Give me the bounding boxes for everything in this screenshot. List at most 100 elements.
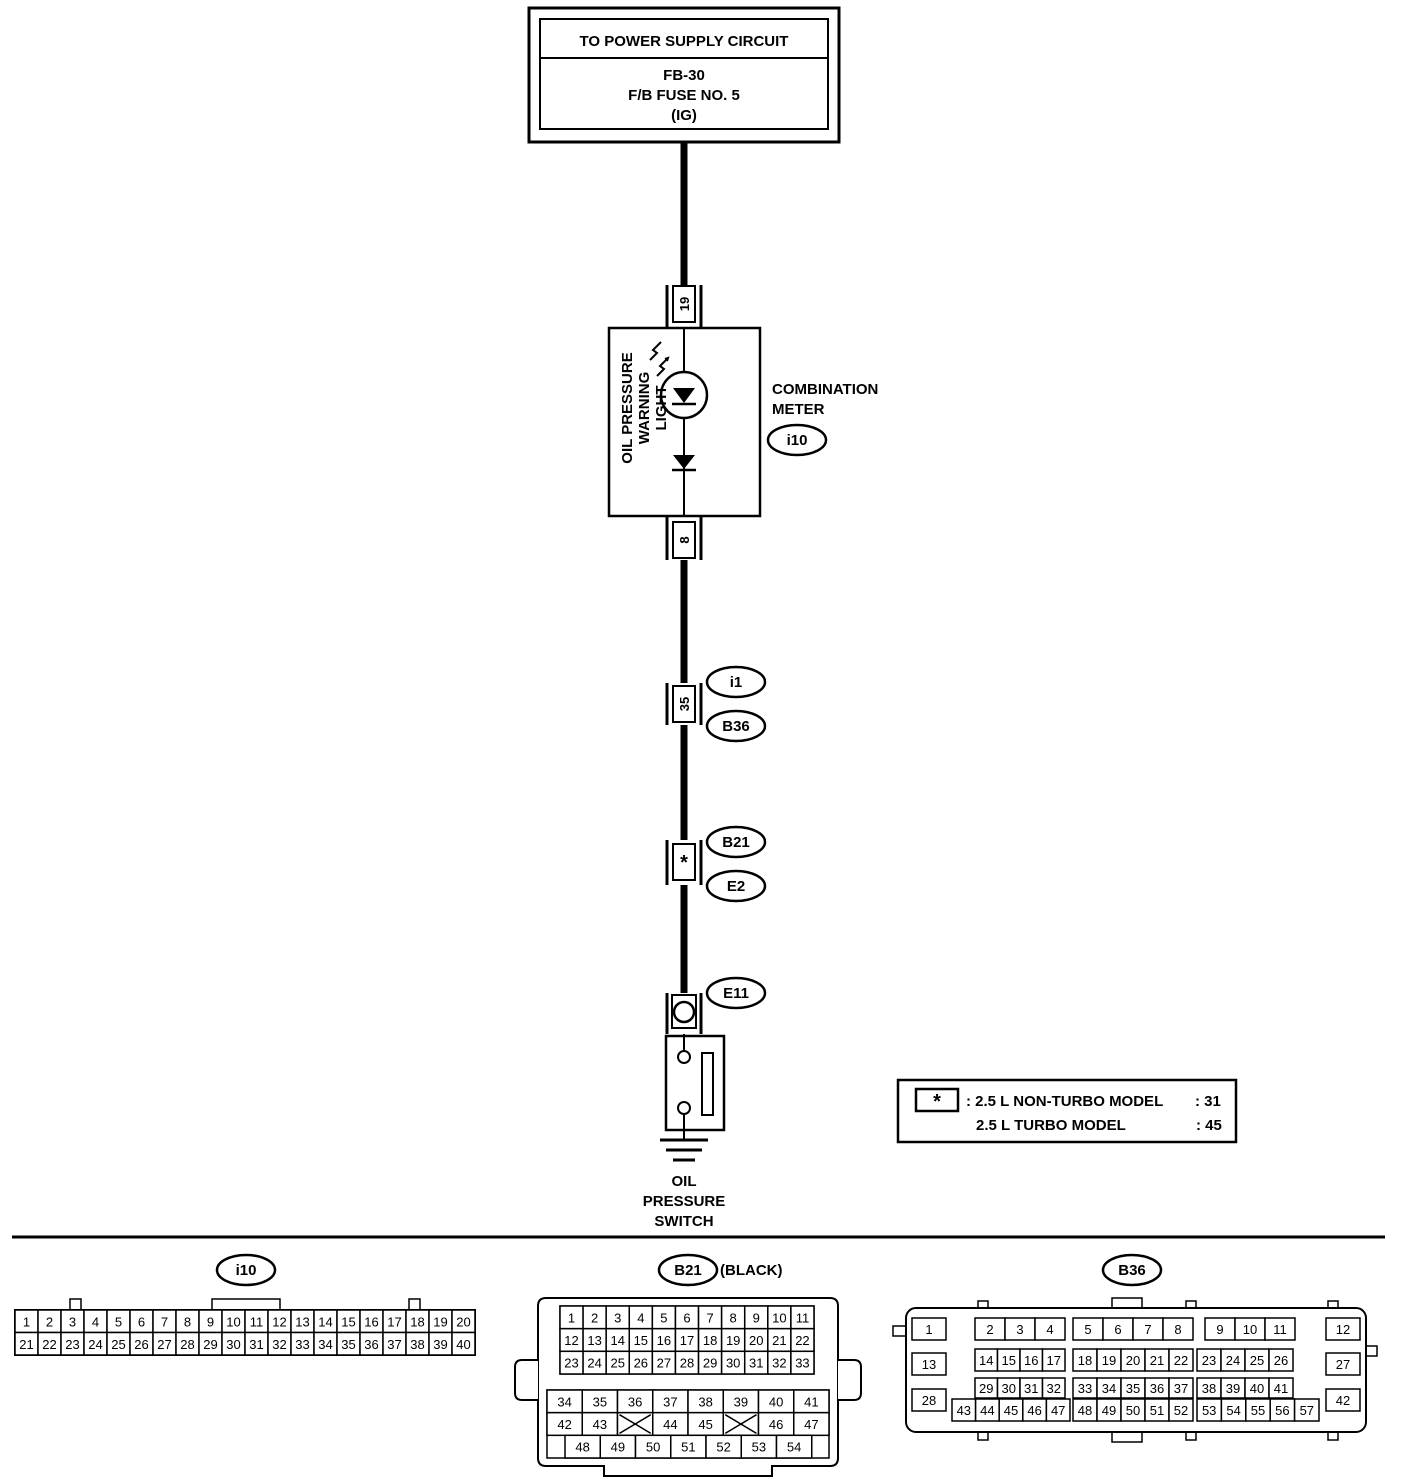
power-supply-box: TO POWER SUPPLY CIRCUIT FB-30 F/B FUSE N… — [527, 6, 841, 144]
pin-number: 4 — [1046, 1322, 1053, 1337]
connector-tag-i1: i1 — [705, 665, 767, 699]
pin-number: 18 — [1078, 1353, 1092, 1368]
pin-number: 1 — [925, 1322, 932, 1337]
pin-number: 6 — [138, 1314, 145, 1329]
pin-number: 46 — [769, 1417, 783, 1432]
b21-color-label: (BLACK) — [720, 1262, 782, 1279]
pin-number: 30 — [1002, 1381, 1016, 1396]
pin-number: 29 — [979, 1381, 993, 1396]
pin-number: 10 — [1243, 1322, 1257, 1337]
pin-number: 11 — [1273, 1322, 1287, 1337]
pin-cell — [1162, 1317, 1194, 1341]
pin-number: 21 — [772, 1333, 786, 1348]
pin-cell — [1168, 1348, 1194, 1372]
pin-number: 25 — [111, 1337, 125, 1352]
svg-text:i10: i10 — [787, 432, 808, 449]
pin-number: 5 — [115, 1314, 122, 1329]
pin-number: 44 — [980, 1403, 994, 1418]
pin-number: 14 — [610, 1333, 624, 1348]
pin-number: 2 — [591, 1310, 598, 1325]
meter-name-line1: COMBINATION — [772, 381, 878, 398]
terminal-35-label: 35 — [677, 697, 692, 711]
pin-cell — [1268, 1348, 1294, 1372]
note-row1-value: : 31 — [1195, 1093, 1221, 1110]
pin-number: 4 — [637, 1310, 644, 1325]
power-box-header: TO POWER SUPPLY CIRCUIT — [580, 33, 789, 50]
pin-number: 15 — [634, 1333, 648, 1348]
pin-number: 43 — [593, 1417, 607, 1432]
pin-number: 7 — [161, 1314, 168, 1329]
pin-cell — [1293, 1398, 1320, 1422]
pin-number: 45 — [698, 1417, 712, 1432]
terminal-star: * — [665, 840, 703, 885]
connector-tag-b21: B21 — [705, 825, 767, 859]
pin-number: 46 — [1027, 1403, 1041, 1418]
pin-number: 50 — [1126, 1403, 1140, 1418]
pin-number: 16 — [1024, 1353, 1038, 1368]
terminal-19: 19 — [665, 285, 703, 328]
pin-number: 5 — [1084, 1322, 1091, 1337]
pin-cell — [1034, 1317, 1066, 1341]
pin-number: 10 — [772, 1310, 786, 1325]
pin-number: 27 — [157, 1337, 171, 1352]
pin-number: 54 — [787, 1440, 801, 1455]
pin-cell — [911, 1388, 947, 1412]
pin-number: 49 — [1102, 1403, 1116, 1418]
pin-cell — [790, 1350, 815, 1375]
pin-number: 9 — [753, 1310, 760, 1325]
pin-number: 15 — [1002, 1353, 1016, 1368]
pin-number: 54 — [1226, 1403, 1240, 1418]
pin-number: 31 — [249, 1337, 263, 1352]
pin-number: 24 — [1226, 1353, 1240, 1368]
pin-cell — [1268, 1377, 1294, 1399]
pin-number: 3 — [614, 1310, 621, 1325]
oil-pressure-switch — [664, 1034, 726, 1140]
pin-number: 22 — [795, 1333, 809, 1348]
pin-number: 34 — [318, 1337, 332, 1352]
terminal-35: 35 — [665, 683, 703, 725]
pin-number: 26 — [634, 1356, 648, 1371]
light-emission-icon — [649, 341, 670, 377]
pin-cell — [1325, 1388, 1361, 1412]
pin-number: 34 — [1102, 1381, 1116, 1396]
lamp-diode-icon — [673, 388, 695, 403]
pin-number: 11 — [250, 1314, 264, 1329]
pin-number: 37 — [1174, 1381, 1188, 1396]
pin-cell — [1045, 1398, 1071, 1422]
pin-number: 14 — [318, 1314, 332, 1329]
pin-number: 17 — [680, 1333, 694, 1348]
pin-number: 27 — [1336, 1357, 1350, 1372]
pin-number: 26 — [1274, 1353, 1288, 1368]
pin-number: 39 — [433, 1337, 447, 1352]
pin-number: 27 — [657, 1356, 671, 1371]
pin-number: 3 — [1016, 1322, 1023, 1337]
diode-icon — [673, 455, 695, 469]
pin-number: 42 — [1336, 1393, 1350, 1408]
pin-cell — [1325, 1317, 1361, 1341]
pin-cell — [1168, 1377, 1194, 1399]
pin-number: 11 — [796, 1310, 810, 1325]
pin-number: 32 — [272, 1337, 286, 1352]
pin-cell — [1041, 1377, 1066, 1399]
meter-name-line2: METER — [772, 401, 825, 418]
pin-cell — [911, 1352, 947, 1376]
light-label-line1: OIL PRESSURE — [619, 352, 636, 463]
terminal-e11 — [665, 993, 703, 1034]
pin-number: 26 — [134, 1337, 148, 1352]
blank-pin-mark — [724, 1414, 757, 1434]
pin-number: 28 — [680, 1356, 694, 1371]
svg-text:E11: E11 — [723, 985, 749, 1002]
pin-cell — [1264, 1317, 1296, 1341]
pin-number: 6 — [683, 1310, 690, 1325]
pin-number: 1 — [23, 1314, 30, 1329]
pin-number: 41 — [804, 1394, 818, 1409]
note-row1-label: : 2.5 L NON-TURBO MODEL — [966, 1093, 1163, 1110]
pin-number: 40 — [769, 1394, 783, 1409]
connector-tag-e2: E2 — [705, 869, 767, 903]
terminal-8-label: 8 — [677, 536, 692, 543]
light-label-line2: WARNING — [636, 372, 653, 445]
pin-number: 32 — [772, 1356, 786, 1371]
combination-meter: OIL PRESSURE WARNING LIGHT — [607, 326, 762, 518]
pin-number: 18 — [703, 1333, 717, 1348]
